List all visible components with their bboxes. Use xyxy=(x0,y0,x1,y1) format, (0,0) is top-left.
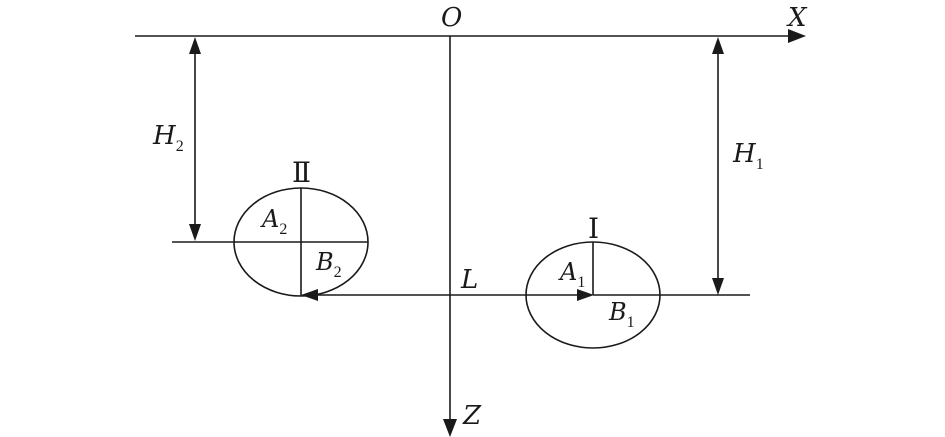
origin-label: O xyxy=(441,3,462,33)
h1-arrowhead-top xyxy=(712,37,724,54)
x-axis-label: X xyxy=(786,3,808,33)
b1-label: B1 xyxy=(608,298,635,331)
z-axis-label: Z xyxy=(462,401,482,431)
z-axis-arrowhead xyxy=(443,419,457,437)
a1-label: A1 xyxy=(558,258,585,291)
l-arrowhead-left xyxy=(301,289,318,301)
h2-arrowhead-top xyxy=(189,37,201,54)
ellipse1-id-label: Ⅰ xyxy=(588,214,599,245)
b2-label: B2 xyxy=(315,248,342,281)
h2-arrowhead-bottom xyxy=(189,224,201,241)
l-arrowhead-right xyxy=(577,289,594,301)
l-label: L xyxy=(460,265,478,295)
h2-label: H2 xyxy=(152,121,184,155)
h1-label: H1 xyxy=(732,139,764,173)
a2-label: A2 xyxy=(260,205,287,238)
ellipse2-id-label: Ⅱ xyxy=(292,158,311,189)
h1-arrowhead-bottom xyxy=(712,278,724,295)
x-axis-arrowhead xyxy=(788,29,806,43)
